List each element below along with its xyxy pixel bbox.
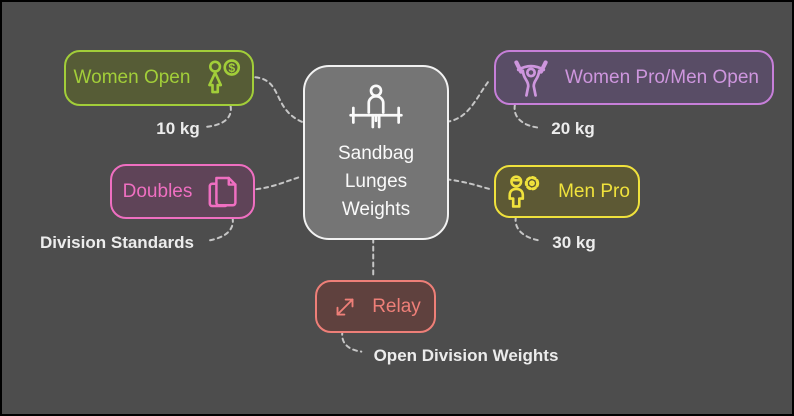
person-with-bar-icon bbox=[349, 83, 403, 128]
female-dollar-icon: $ bbox=[208, 59, 241, 94]
node-doubles: Doubles bbox=[110, 164, 255, 219]
edge-center-women-pro bbox=[445, 78, 492, 123]
edge-women-open-center bbox=[254, 76, 303, 123]
svg-text:$: $ bbox=[229, 61, 236, 75]
expand-arrows-icon bbox=[336, 298, 354, 315]
node-men-pro-label: Men Pro bbox=[558, 180, 630, 202]
edge-doubles-value bbox=[206, 216, 234, 242]
node-women-open: Women Open $ bbox=[64, 50, 254, 106]
value-doubles: Division Standards bbox=[40, 233, 194, 252]
node-doubles-label: Doubles bbox=[122, 180, 193, 202]
edge-relay-value bbox=[341, 329, 363, 353]
node-women-open-label: Women Open bbox=[73, 67, 191, 88]
value-relay: Open Division Weights bbox=[373, 346, 559, 365]
node-sandbag-lunges-weights: Sandbag Lunges Weights bbox=[303, 65, 449, 240]
edge-center-men-pro bbox=[445, 178, 492, 191]
center-node-label: Sandbag Lunges Weights bbox=[337, 142, 415, 220]
node-relay-label: Relay bbox=[372, 295, 421, 317]
value-women-open: 10 kg bbox=[156, 119, 200, 138]
edge-women-pro-value bbox=[513, 104, 541, 129]
node-women-pro-men-open: Women Pro/Men Open bbox=[494, 50, 774, 105]
edge-women-open-value bbox=[205, 105, 232, 128]
node-women-pro-men-open-label: Women Pro/Men Open bbox=[565, 66, 759, 88]
node-relay: Relay bbox=[315, 280, 436, 333]
weightlifter-icon bbox=[514, 59, 548, 97]
edge-men-pro-value bbox=[514, 215, 542, 242]
value-women-pro-men-open: 20 kg bbox=[551, 119, 595, 138]
engineer-gear-icon bbox=[508, 174, 540, 208]
value-men-pro: 30 kg bbox=[552, 233, 596, 252]
edge-doubles-center bbox=[255, 175, 303, 191]
node-men-pro: Men Pro bbox=[494, 165, 640, 218]
copy-pages-icon bbox=[208, 176, 237, 207]
